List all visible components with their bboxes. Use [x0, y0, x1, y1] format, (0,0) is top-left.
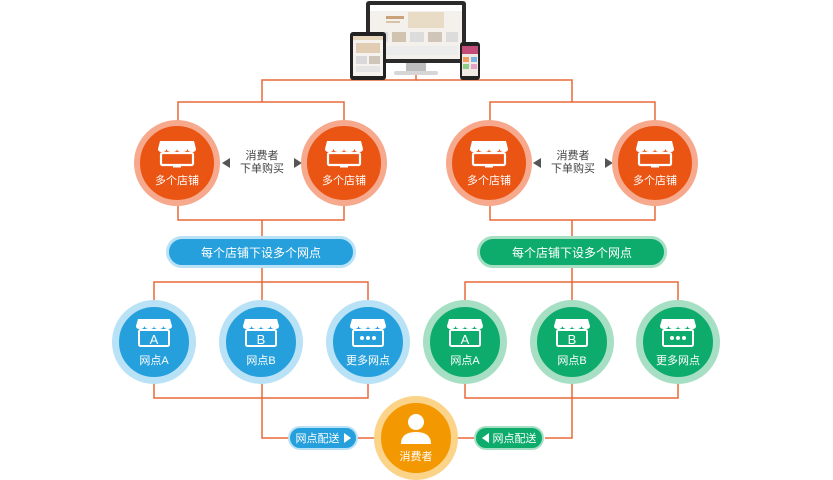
order-flow-text: 消费者 下单购买 [236, 150, 288, 176]
storefront-icon [470, 140, 508, 167]
consumer-label: 消费者 [399, 450, 433, 463]
store-label: 多个店铺 [322, 174, 366, 187]
order-flow-line-2: 下单购买 [240, 163, 284, 175]
arrow-right-icon [294, 158, 302, 168]
order-flow-line-1: 消费者 [556, 150, 590, 162]
storefront-icon: B [243, 318, 279, 347]
delivery-label: 网点配送 [492, 433, 537, 445]
delivery-tag-right: 网点配送 [474, 426, 544, 450]
point-letter: B [257, 332, 266, 347]
point-label: 网点B [246, 354, 276, 367]
storefront-icon [636, 140, 674, 167]
arrow-left-icon [222, 158, 230, 168]
store-branches-bar-right: 每个店铺下设多个网点 [477, 236, 667, 268]
point-circle-right-b: B 网点B [530, 300, 614, 384]
order-flow-line-1: 消费者 [245, 150, 279, 162]
store-label: 多个店铺 [467, 174, 511, 187]
order-flow-line-2: 下单购买 [551, 163, 595, 175]
point-letter: B [568, 332, 577, 347]
store-circle-right-1: 多个店铺 [446, 120, 532, 206]
point-circle-right-more: 更多网点 [636, 300, 720, 384]
point-circle-left-more: 更多网点 [326, 300, 410, 384]
arrow-left-icon [533, 158, 541, 168]
consumer-circle: 消费者 [374, 396, 458, 480]
point-label: 网点A [450, 354, 480, 367]
store-branches-bar-left: 每个店铺下设多个网点 [166, 236, 356, 268]
point-circle-right-a: A 网点A [423, 300, 507, 384]
store-circle-left-2: 多个店铺 [301, 120, 387, 206]
point-label: 网点B [557, 354, 587, 367]
storefront-icon [158, 140, 196, 167]
order-flow-left: 消费者 下单购买 [222, 143, 302, 183]
order-flow-text: 消费者 下单购买 [547, 150, 599, 176]
storefront-more-icon [350, 318, 386, 347]
store-circle-right-2: 多个店铺 [612, 120, 698, 206]
store-circle-left-1: 多个店铺 [134, 120, 220, 206]
storefront-icon: B [554, 318, 590, 347]
arrow-right-icon [343, 433, 351, 443]
point-label: 网点A [139, 354, 169, 367]
point-circle-left-a: A 网点A [112, 300, 196, 384]
point-letter: A [150, 332, 159, 347]
storefront-icon: A [447, 318, 483, 347]
storefront-more-icon [660, 318, 696, 347]
multi-device-icon [350, 1, 480, 80]
store-label: 多个店铺 [633, 174, 677, 187]
point-letter: A [461, 332, 470, 347]
point-label: 更多网点 [346, 354, 390, 367]
order-flow-right: 消费者 下单购买 [533, 143, 613, 183]
user-icon [401, 413, 431, 444]
arrow-left-icon [481, 433, 489, 443]
delivery-tag-left: 网点配送 [288, 426, 358, 450]
point-label: 更多网点 [656, 354, 700, 367]
arrow-right-icon [605, 158, 613, 168]
storefront-icon: A [136, 318, 172, 347]
point-circle-left-b: B 网点B [219, 300, 303, 384]
storefront-icon [325, 140, 363, 167]
delivery-label: 网点配送 [295, 433, 340, 445]
store-label: 多个店铺 [155, 174, 199, 187]
